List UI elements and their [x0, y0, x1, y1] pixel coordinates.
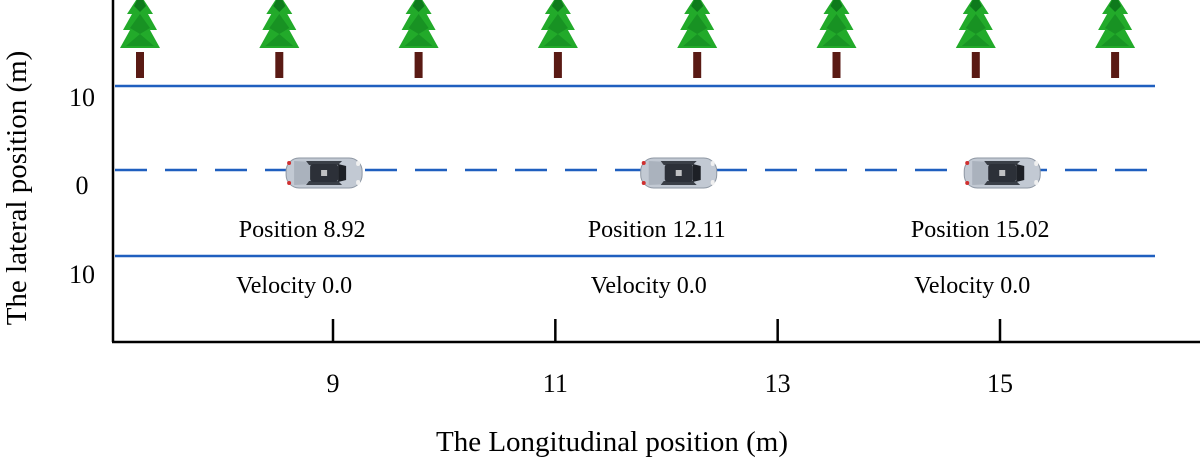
y-tick-label: 0: [76, 171, 89, 200]
pine-tree-icon: [398, 0, 439, 78]
x-tick-label: 15: [987, 369, 1013, 398]
y-axis-ticks: 10 0 10: [69, 83, 95, 289]
y-axis-title: The lateral position (m): [1, 51, 33, 326]
pine-tree-icon: [120, 0, 160, 78]
car-icon: [963, 157, 1041, 189]
x-tick-label: 13: [765, 369, 791, 398]
vehicle-velocity-label: Velocity 0.0: [591, 273, 707, 299]
vehicle-velocity-label: Velocity 0.0: [236, 273, 352, 299]
vehicle-position-label: Position 15.02: [911, 217, 1050, 243]
vehicle-position-label: Position 8.92: [239, 217, 366, 243]
tree-row: [120, 0, 1136, 78]
y-tick-label: 10: [69, 83, 95, 112]
x-axis-ticks: 9 11 13 15: [327, 319, 1013, 398]
vehicle-velocity-label: Velocity 0.0: [914, 273, 1030, 299]
pine-tree-icon: [537, 0, 578, 78]
pine-tree-icon: [259, 0, 300, 78]
vehicle-position-label: Position 12.11: [588, 217, 726, 243]
pine-tree-icon: [677, 0, 718, 78]
y-tick-label: 10: [69, 260, 95, 289]
x-tick-label: 11: [543, 369, 568, 398]
x-tick-label: 9: [327, 369, 340, 398]
x-axis-title: The Longitudinal position (m): [436, 426, 788, 458]
pine-tree-icon: [816, 0, 857, 78]
pine-tree-icon: [1095, 0, 1136, 78]
pine-tree-icon: [955, 0, 996, 78]
car-icon: [640, 157, 718, 189]
car-icon: [285, 157, 363, 189]
